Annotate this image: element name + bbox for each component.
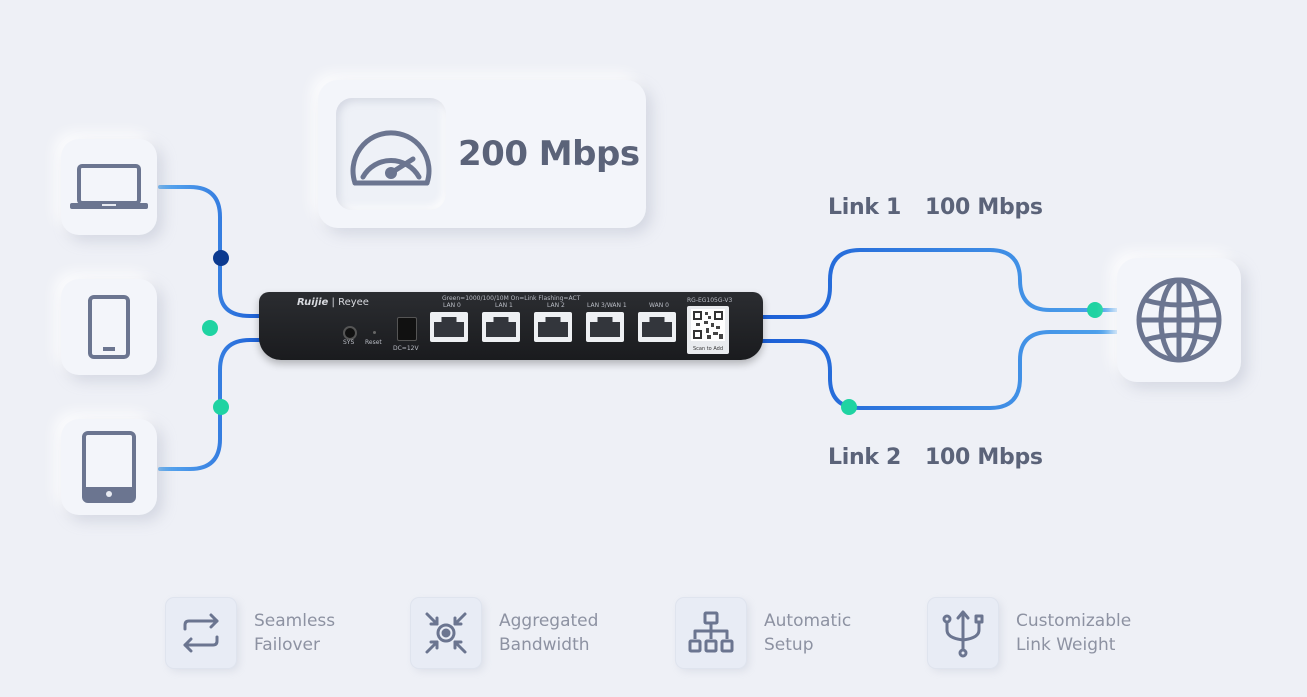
feature-seamless-failover: Seamless Failover [166,598,335,668]
port-label: LAN 3/WAN 1 [587,302,627,309]
feature-line: Customizable [1016,609,1131,633]
phone-icon [86,294,132,360]
feature-label: Customizable Link Weight [1016,609,1131,657]
gauge-well [336,98,446,210]
port-label: LAN 0 [443,302,461,309]
feature-label: Seamless Failover [254,609,335,657]
qr-label: Scan to Add [689,346,727,352]
globe-icon [1135,276,1223,364]
speed-card: 200 Mbps [318,80,646,228]
sub-brand: Reyee [338,297,369,308]
wan0-port [638,312,676,342]
aggregate-icon [423,610,469,656]
router-device: Ruijie | Reyee Green=1000/100/10M On=Lin… [259,292,763,360]
feature-icon-box [676,598,746,668]
lan0-port [430,312,468,342]
reset-label: Reset [365,339,382,346]
feature-line: Automatic [764,609,851,633]
green-dot [841,399,857,415]
lan2-port [534,312,572,342]
link1-label: Link 1 100 Mbps [828,195,1043,220]
speedometer-icon [343,119,439,189]
tablet-icon [81,430,137,504]
feature-automatic-setup: Automatic Setup [676,598,851,668]
feature-icon-box [928,598,998,668]
aggregate-speed: 200 Mbps [458,134,640,174]
feature-icon-box [411,598,481,668]
feature-aggregated-bandwidth: Aggregated Bandwidth [411,598,598,668]
port-label: LAN 2 [547,302,565,309]
feature-icon-box [166,598,236,668]
reset-button[interactable] [373,331,376,334]
port-legend: Green=1000/100/10M On=Link Flashing=ACT [442,295,580,302]
dc-label: DC=12V [393,345,419,352]
port-label: LAN 1 [495,302,513,309]
green-dot [213,399,229,415]
usb-fork-icon [941,608,985,658]
router-brand: Ruijie | Reyee [297,297,369,308]
router-model: RG-EG105G-V3 [687,297,732,304]
feature-customizable-link-weight: Customizable Link Weight [928,598,1131,668]
hierarchy-icon [688,611,734,655]
phone-card [61,279,157,375]
green-dot [1087,302,1103,318]
sys-led [343,326,357,340]
feature-label: Automatic Setup [764,609,851,657]
link2-label: Link 2 100 Mbps [828,445,1043,470]
lan1-port [482,312,520,342]
port-label: WAN 0 [649,302,669,309]
sys-label: SYS [343,339,354,346]
tablet-card [61,419,157,515]
feature-line: Link Weight [1016,633,1131,657]
lan3-wan1-port [586,312,624,342]
link2-name: Link 2 [828,445,901,470]
feature-label: Aggregated Bandwidth [499,609,598,657]
internet-card [1117,258,1241,382]
link1-line [762,250,1117,317]
laptop-icon [68,162,150,212]
feature-line: Bandwidth [499,633,598,657]
feature-line: Failover [254,633,335,657]
laptop-line [160,187,262,316]
link1-name: Link 1 [828,195,901,220]
link2-speed: 100 Mbps [925,445,1043,470]
feature-line: Aggregated [499,609,598,633]
link1-speed: 100 Mbps [925,195,1043,220]
green-dot [202,320,218,336]
tablet-line [160,340,262,469]
qr-code: Scan to Add [687,306,729,354]
brand-name: Ruijie [297,297,328,308]
feature-line: Setup [764,633,851,657]
failover-arrows-icon [179,613,223,653]
feature-line: Seamless [254,609,335,633]
dc-jack [397,317,417,341]
laptop-card [61,139,157,235]
link2-line [762,332,1117,408]
navy-dot [213,250,229,266]
